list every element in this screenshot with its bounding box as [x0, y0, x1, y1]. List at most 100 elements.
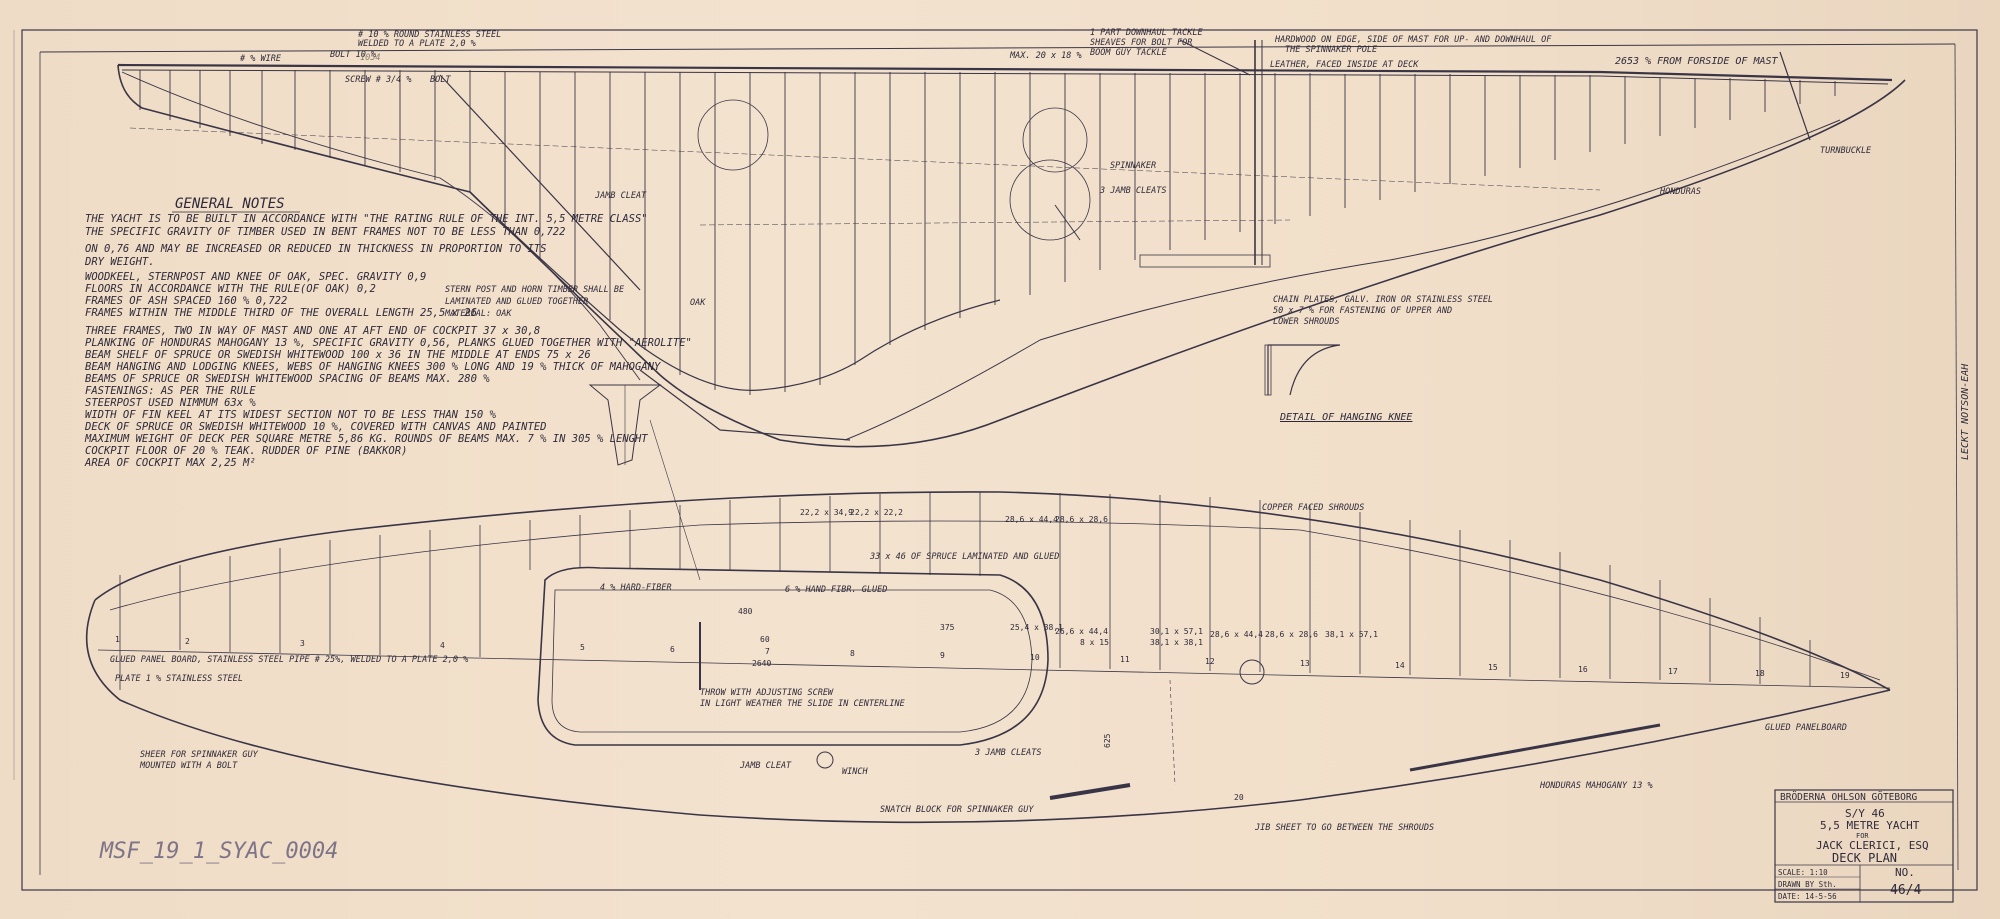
station-number: 17	[1668, 667, 1678, 676]
station-numbers: 1 2 3 4 5 6 7 8 9 10 11 12 13 14 15 16 1…	[115, 635, 1850, 680]
profile-labels: # 10 % ROUND STAINLESS STEEL WELDED TO A…	[239, 28, 1872, 423]
for-label: FOR	[1856, 832, 1869, 840]
dimension: 2640	[752, 659, 771, 668]
label: # % WIRE	[239, 54, 282, 64]
station-number: 10	[1030, 653, 1040, 662]
dimension: 60	[760, 635, 770, 644]
side-note: MATERIAL: OAK	[444, 309, 512, 319]
title-block	[1774, 789, 1954, 903]
note-line: FASTENINGS: AS PER THE RULE	[85, 385, 256, 397]
dimension: 375	[940, 623, 955, 632]
label: BOLT 10 %	[330, 50, 376, 60]
label: WINCH	[842, 767, 868, 777]
date: DATE: 14-5-56	[1778, 892, 1837, 901]
title-block-text: BRÖDERNA OHLSON GÖTEBORG S/Y 46 5,5 METR…	[1778, 792, 1929, 901]
side-note: STERN POST AND HORN TIMBER SHALL BE	[445, 285, 625, 295]
note-line: WOODKEEL, STERNPOST AND KNEE OF OAK, SPE…	[85, 271, 426, 283]
label: LOWER SHROUDS	[1273, 317, 1340, 327]
label: 3 JAMB CLEATS	[974, 748, 1042, 758]
label: PLATE 1 % STAINLESS STEEL	[115, 674, 243, 684]
label: GLUED PANEL BOARD, STAINLESS STEEL PIPE …	[110, 655, 468, 665]
dimension: 20	[1234, 793, 1244, 802]
dimension: 28,6 x 28,6	[1055, 515, 1108, 524]
dimension: 38,1 x 57,1	[1325, 630, 1378, 639]
note-line: BEAM HANGING AND LODGING KNEES, WEBS OF …	[85, 361, 661, 373]
general-notes-heading: GENERAL NOTES	[175, 196, 285, 212]
label: BOLT	[430, 75, 451, 85]
label: THROW WITH ADJUSTING SCREW	[700, 688, 834, 698]
general-notes: GENERAL NOTES THE YACHT IS TO BE BUILT I…	[84, 196, 692, 469]
label: 50 x 7 % FOR FASTENING OF UPPER AND	[1273, 306, 1452, 316]
dimension: 25,4 x 38,1	[1010, 623, 1063, 632]
station-number: 3	[300, 639, 305, 648]
vertical-note: LECKT NOTSON-EAH	[1960, 363, 1971, 460]
hanging-knee-detail	[1264, 344, 1341, 396]
yacht-number: S/Y 46	[1845, 807, 1885, 820]
station-number: 19	[1840, 671, 1850, 680]
station-number: 6	[670, 645, 675, 654]
frames	[139, 70, 1836, 395]
dimension: 28,6 x 44,4	[1005, 515, 1058, 524]
station-number: 18	[1755, 669, 1765, 678]
label: WELDED TO A PLATE 2,0 %	[358, 39, 476, 49]
drawn-by: DRAWN BY Sth.	[1778, 880, 1837, 889]
dimension: 625	[1103, 733, 1112, 748]
dimension: 30,1 x 57,1	[1150, 627, 1203, 636]
label: 1 PART DOWNHAUL TACKLE	[1090, 28, 1203, 38]
station-number: 7	[765, 647, 770, 656]
label: 2653 % FROM FORSIDE OF MAST	[1615, 56, 1779, 67]
rudder-section	[588, 384, 662, 466]
label: LEATHER, FACED INSIDE AT DECK	[1270, 60, 1419, 70]
label: SCREW # 3/4 %	[345, 75, 412, 85]
dimension: 28,6 x 44,4	[1210, 630, 1263, 639]
note-line: BEAMS OF SPRUCE OR SWEDISH WHITEWOOD SPA…	[85, 373, 490, 385]
note-line: STEERPOST USED NIMMUM 63x %	[85, 397, 256, 409]
scale: SCALE: 1:10	[1778, 868, 1828, 877]
station-number: 9	[940, 651, 945, 660]
label: HARDWOOD ON EDGE, SIDE OF MAST FOR UP- A…	[1274, 35, 1552, 45]
owner-name: JACK CLERICI, ESQ	[1816, 839, 1929, 852]
note-line: FLOORS IN ACCORDANCE WITH THE RULE(OF OA…	[85, 283, 376, 295]
label: BOOM GUY TACKLE	[1090, 48, 1168, 58]
label: MAX. 20 x 18 %	[1009, 51, 1082, 61]
label: HONDURAS	[1659, 187, 1701, 197]
note-line: DRY WEIGHT.	[84, 256, 155, 268]
dimension: 22,2 x 34,9	[800, 508, 853, 517]
label: 33 x 46 OF SPRUCE LAMINATED AND GLUED	[869, 552, 1059, 562]
yard-name: BRÖDERNA OHLSON GÖTEBORG	[1780, 792, 1918, 803]
label: GLUED PANELBOARD	[1765, 723, 1847, 733]
label: COPPER FACED SHROUDS	[1262, 503, 1364, 513]
label: SHEAVES FOR BOLT FOR	[1090, 38, 1192, 48]
label: JAMB CLEAT	[739, 761, 792, 771]
side-note: LAMINATED AND GLUED TOGETHER	[445, 297, 588, 307]
station-number: 16	[1578, 665, 1588, 674]
note-line: THREE FRAMES, TWO IN WAY OF MAST AND ONE…	[85, 325, 540, 337]
note-line: FRAMES OF ASH SPACED 160 % 0,722	[85, 295, 287, 307]
note-line: ON 0,76 AND MAY BE INCREASED OR REDUCED …	[85, 243, 546, 255]
label: CHAIN PLATES, GALV. IRON OR STAINLESS ST…	[1273, 295, 1493, 305]
label: THE SPINNAKER POLE	[1285, 45, 1378, 55]
note-line: DECK OF SPRUCE OR SWEDISH WHITEWOOD 10 %…	[84, 421, 546, 433]
label: 3 JAMB CLEATS	[1099, 186, 1167, 196]
label: HONDURAS MAHOGANY 13 %	[1539, 781, 1653, 791]
label: JAMB CLEAT	[594, 191, 647, 201]
note-line: FRAMES WITHIN THE MIDDLE THIRD OF THE OV…	[85, 307, 477, 319]
dimension: 480	[738, 607, 753, 616]
note-line: BEAM SHELF OF SPRUCE OR SWEDISH WHITEWOO…	[85, 349, 591, 361]
note-line: THE SPECIFIC GRAVITY OF TIMBER USED IN B…	[85, 226, 565, 238]
dimension: 22,2 x 22,2	[850, 508, 903, 517]
note-line: PLANKING OF HONDURAS MAHOGANY 13 %, SPEC…	[85, 337, 692, 349]
label: DETAIL OF HANGING KNEE	[1279, 412, 1412, 423]
label: IN LIGHT WEATHER THE SLIDE IN CENTERLINE	[700, 699, 906, 709]
label: SNATCH BLOCK FOR SPINNAKER GUY	[880, 805, 1034, 815]
label: MOUNTED WITH A BOLT	[139, 761, 238, 771]
station-number: 4	[440, 641, 445, 650]
deck-plan-view	[85, 419, 1891, 824]
station-number: 13	[1300, 659, 1310, 668]
station-number: 5	[580, 643, 585, 652]
dimension: 26,6 x 44,4	[1055, 627, 1108, 636]
station-number: 1	[115, 635, 120, 644]
sheet-border	[13, 29, 1978, 891]
